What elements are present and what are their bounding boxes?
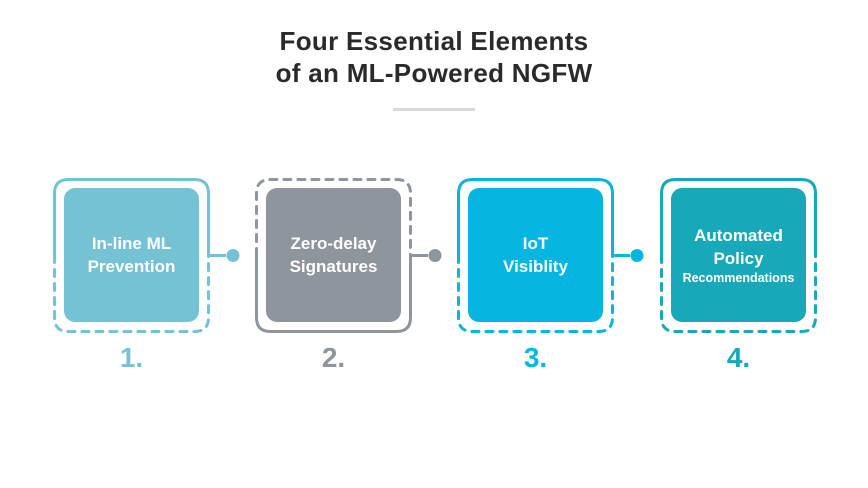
- card-outer-border: [255, 178, 442, 333]
- card-outer-border: [53, 178, 240, 333]
- card-automated-policy-recommendations: Automated Policy Recommendations 4.: [660, 178, 817, 393]
- page-title: Four Essential Elements of an ML-Powered…: [0, 26, 868, 89]
- card-box: IoT Visiblity: [468, 188, 603, 322]
- card-box: In-line ML Prevention: [64, 188, 199, 322]
- border-dashed-half: [255, 178, 412, 257]
- card-label: In-line ML Prevention: [88, 232, 176, 279]
- card-outer-border: [457, 178, 644, 333]
- connector-dot-icon: [630, 249, 644, 262]
- card-label-line: In-line ML: [91, 233, 172, 253]
- border-dashed-half: [660, 254, 817, 333]
- card-label-line: Automated: [694, 225, 783, 245]
- connector-dot-icon: [428, 249, 442, 262]
- card-iot-visibility: IoT Visiblity 3.: [457, 178, 644, 393]
- border-dashed-half: [457, 254, 614, 333]
- card-outer-border: [660, 178, 817, 333]
- card-label-line: Prevention: [87, 257, 176, 276]
- border-solid-half: [255, 255, 412, 333]
- card-label: IoT Visiblity: [503, 232, 568, 279]
- card-number: 4.: [726, 342, 751, 373]
- title-divider: [393, 108, 475, 112]
- border-solid-half: [53, 178, 210, 256]
- card-label-line: Policy: [713, 249, 764, 268]
- border-dashed-half: [53, 254, 210, 333]
- card-label-line: Signatures: [289, 257, 378, 276]
- connector-dot-icon: [226, 249, 240, 262]
- card-zero-delay-signatures: Zero-delay Signatures 2.: [255, 178, 442, 393]
- card-box: Automated Policy Recommendations: [671, 188, 806, 322]
- border-solid-half: [457, 178, 614, 256]
- card-box: Zero-delay Signatures: [266, 188, 401, 322]
- card-label-line: Visiblity: [503, 257, 568, 276]
- title-line-2: of an ML-Powered NGFW: [275, 57, 593, 88]
- card-inline-ml-prevention: In-line ML Prevention 1.: [53, 178, 240, 393]
- border-solid-half: [660, 178, 817, 256]
- card-label: Zero-delay Signatures: [290, 232, 378, 279]
- card-label-line: Zero-delay: [290, 233, 377, 253]
- header: Four Essential Elements of an ML-Powered…: [0, 26, 868, 112]
- title-line-1: Four Essential Elements: [279, 26, 589, 56]
- card-number: 2.: [321, 342, 346, 373]
- card-label-line: IoT: [522, 233, 549, 253]
- card-sublabel: Recommendations: [682, 271, 795, 286]
- card-number: 3.: [523, 342, 548, 373]
- card-number: 1.: [119, 342, 144, 373]
- card-label: Automated Policy: [694, 224, 783, 271]
